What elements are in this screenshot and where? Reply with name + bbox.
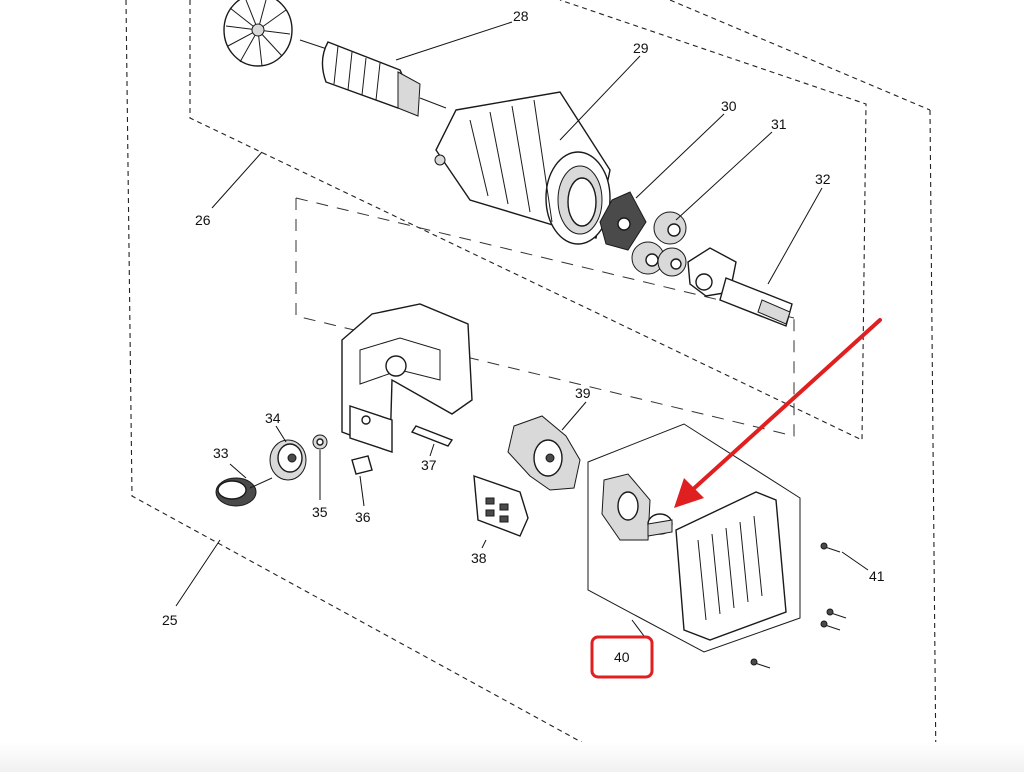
planet-gears-part-31 (631, 211, 687, 277)
callout-40: 40 (614, 649, 630, 665)
callout-28: 28 (513, 8, 529, 24)
callout-37: 37 (421, 457, 437, 473)
grille-cover-part-40 (601, 473, 787, 641)
callout-29: 29 (633, 40, 649, 56)
impeller-part-39 (507, 415, 581, 491)
group-boundary-25 (125, 0, 637, 772)
gear-carrier-part-30 (599, 191, 647, 251)
pin-part-37 (410, 425, 454, 447)
key-part-36 (351, 455, 373, 475)
nut-part-35 (312, 434, 328, 450)
callout-labels: 25 26 28 29 30 31 32 33 34 35 36 37 38 3… (162, 8, 885, 665)
callout-40-highlight-box (590, 635, 654, 679)
bracket-part-38 (473, 474, 529, 537)
red-arrow (674, 318, 882, 508)
group-boundary-26 (189, 0, 867, 441)
output-shaft-part-32 (687, 247, 793, 327)
callout-26: 26 (195, 212, 211, 228)
screws-part-41 (750, 542, 847, 669)
callout-41: 41 (869, 568, 885, 584)
adjust-knob-part-33 (215, 477, 273, 507)
group-boundary-25-top (669, 0, 931, 111)
callout-36: 36 (355, 509, 371, 525)
callout-34: 34 (265, 410, 281, 426)
armature-part-28 (299, 39, 447, 117)
callout-38: 38 (471, 550, 487, 566)
callout-30: 30 (721, 98, 737, 114)
callout-39: 39 (575, 385, 591, 401)
callout-35: 35 (312, 504, 328, 520)
callout-33: 33 (213, 445, 229, 461)
leader-lines (175, 21, 869, 637)
group-boundary-25-right (929, 109, 937, 772)
wheel-knob-part-34 (269, 439, 307, 481)
pump-housing (341, 303, 473, 453)
housing-boundary-top (295, 197, 795, 319)
callout-32: 32 (815, 171, 831, 187)
callout-25: 25 (162, 612, 178, 628)
part-40-assembly-box (587, 423, 801, 653)
bottom-bar (0, 742, 1024, 772)
motor-housing-part-29 (434, 91, 611, 245)
callout-31: 31 (771, 116, 787, 132)
cooling-fan (223, 0, 293, 67)
